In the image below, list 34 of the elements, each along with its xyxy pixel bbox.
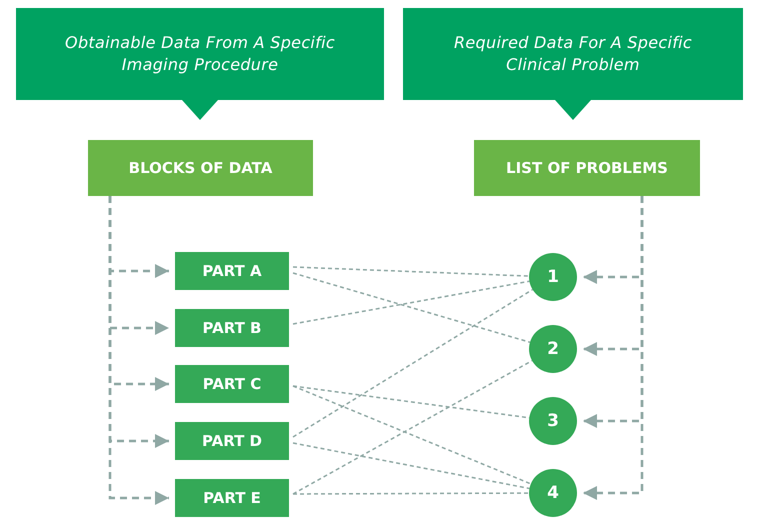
connector-line: [292, 442, 530, 490]
heading-text: PART C: [202, 375, 262, 393]
number-label: 1: [547, 267, 559, 287]
heading-text: Required Data For A Specific Clinical Problem: [452, 32, 694, 76]
connector-line: [292, 280, 530, 325]
heading-box: [474, 140, 700, 196]
connector-line: [292, 272, 530, 343]
number-circle: [529, 397, 577, 445]
heading-text: LIST OF PROBLEMS: [506, 159, 668, 177]
number-circle: [529, 325, 577, 373]
heading-text: BLOCKS OF DATA: [128, 159, 272, 177]
number-circle: [529, 253, 577, 301]
heading-text: PART A: [202, 262, 262, 280]
part-box: [175, 252, 289, 290]
number-label: 3: [547, 411, 559, 431]
connector-line: [293, 492, 529, 495]
connector-line: [292, 360, 532, 495]
heading-text: PART B: [202, 319, 262, 337]
connector-line: [292, 385, 532, 485]
number-label: 4: [547, 483, 559, 503]
heading-text: PART D: [202, 432, 262, 450]
heading-box: [88, 140, 313, 196]
arrow: [108, 196, 169, 505]
connector-line: [292, 288, 533, 438]
heading-text: PART E: [203, 489, 261, 507]
part-box: [175, 365, 289, 403]
number-label: 2: [547, 339, 559, 359]
connector-line: [292, 266, 530, 277]
part-box: [175, 479, 289, 517]
heading-text: Obtainable Data From A Specific Imaging Procedure: [64, 32, 336, 76]
part-box: [175, 422, 289, 460]
arrow: [583, 196, 644, 500]
part-box: [175, 309, 289, 347]
number-circle: [529, 469, 577, 517]
